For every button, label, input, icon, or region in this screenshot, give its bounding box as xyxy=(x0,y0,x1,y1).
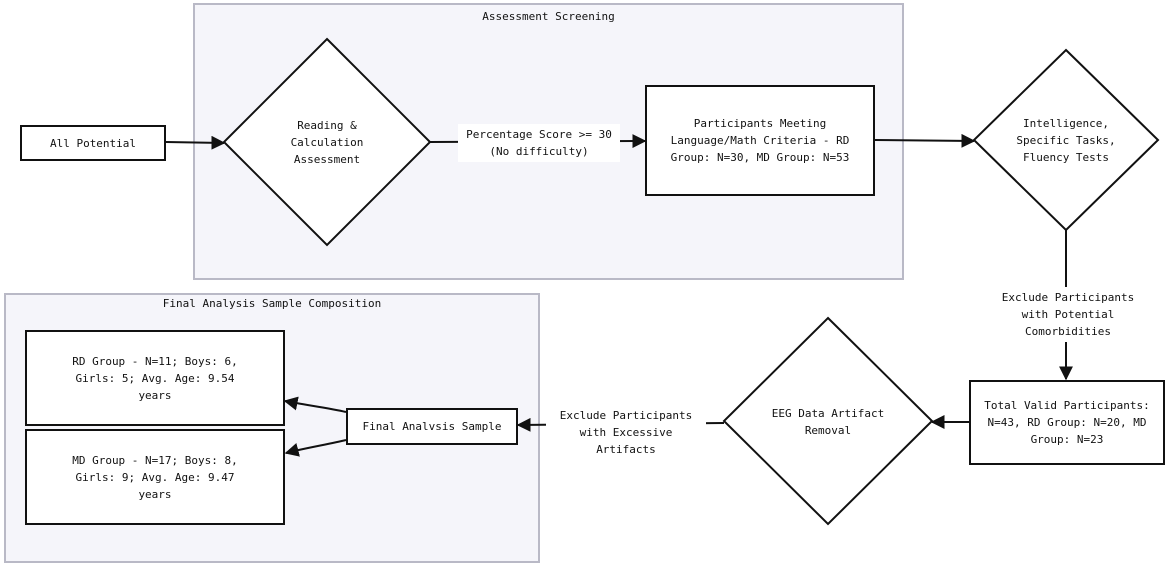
eeg-removal-label: EEG Data Artifact Removal xyxy=(771,407,885,437)
md-group-node: MD Group - N=17; Boys: 8, Girls: 9; Avg.… xyxy=(25,429,285,525)
edge-final-to-rd xyxy=(283,396,347,413)
reading-calc-label: Reading & Calculation Assessment xyxy=(290,118,364,166)
assessment-screening-label: Assessment Screening xyxy=(482,10,615,23)
final-sample-label: Final Analysis Sample Composition xyxy=(162,297,382,310)
all-potential-node: All Potential xyxy=(20,125,166,161)
eeg-diamond xyxy=(722,316,934,526)
final-sample-node: Final Analvsis Sample xyxy=(346,408,518,445)
exclude-artifacts-label: Exclude Participants with Excessive Arti… xyxy=(546,405,706,460)
percentage-score-label: Percentage Score >= 30 (No difficulty) xyxy=(458,124,620,162)
intelligence-label: Intelligence, Specific Tasks, Fluency Te… xyxy=(1016,116,1116,164)
meeting-criteria-node: Participants Meeting Language/Math Crite… xyxy=(645,85,875,196)
total-valid-node: Total Valid Participants: N=43, RD Group… xyxy=(969,380,1165,465)
reading-calc-diamond xyxy=(222,37,432,247)
edge-all-to-reading xyxy=(165,135,226,150)
edge-final-to-md xyxy=(284,439,347,457)
exclude-comorbidities-label: Exclude Participants with Potential Como… xyxy=(988,287,1148,342)
edge-meeting-to-intelligence xyxy=(874,133,976,148)
rd-group-node: RD Group - N=11; Boys: 6, Girls: 5; Avg.… xyxy=(25,330,285,426)
